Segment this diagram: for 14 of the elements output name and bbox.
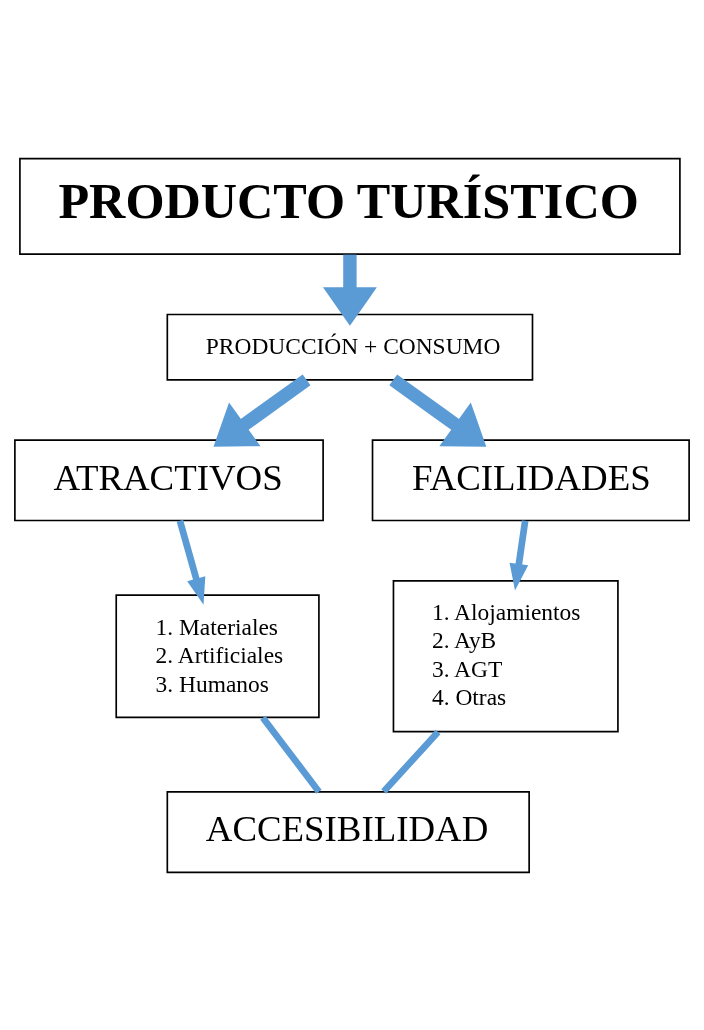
node-box: ATRACTIVOS [14,438,324,521]
node-box: PRODUCCIÓN + CONSUMO [166,313,534,381]
node-box: FACILIDADES [371,438,690,521]
connector [260,715,322,794]
node-box: 1. Alojamientos 2. AyB 3. AGT 4. Otras [392,579,619,732]
arrow [389,373,487,447]
arrow [176,519,206,605]
arrow [509,519,529,591]
node-box: PRODUCTO TURÍSTICO [19,157,681,255]
connector [381,729,441,794]
arrow [213,373,311,447]
arrow [322,254,377,326]
node-box: ACCESIBILIDAD [166,790,530,873]
node-box: 1. Materiales 2. Artificiales 3. Humanos [115,593,320,718]
